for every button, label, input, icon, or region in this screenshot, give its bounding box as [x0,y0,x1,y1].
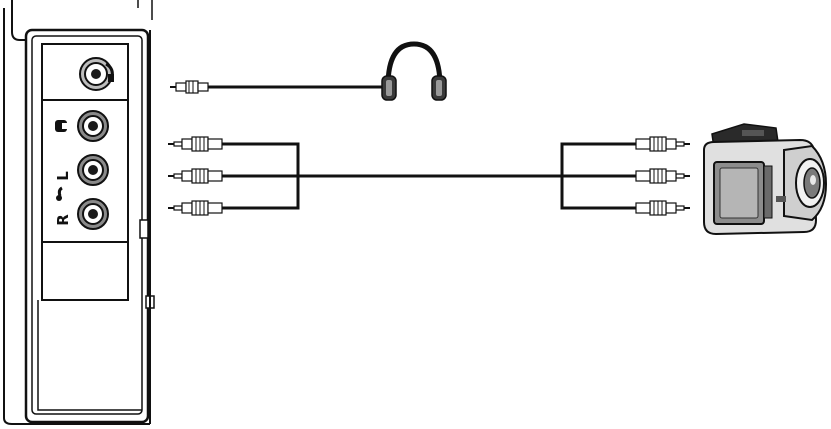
rca-plug [168,136,223,152]
headphone-symbol-icon [105,62,114,82]
jack-video-in [77,110,109,142]
rca-plug [635,200,690,216]
jack-audio-left [77,154,109,186]
rca-plug [168,168,223,184]
jack-audio-right [77,198,109,230]
rca-plug [635,136,690,152]
rca-plug [168,200,223,216]
label-audio-left: L [54,171,72,181]
jack-headphone-out [79,57,113,91]
headphone-plug [170,80,209,94]
rca-plugs-camcorder-side [635,136,690,216]
headphones-icon [381,41,447,101]
rca-plugs-tv-side [168,136,223,216]
audio-symbol-icon [56,186,63,201]
video-symbol-icon [55,120,70,132]
rca-plug [635,168,690,184]
av-cable-bundle [222,142,636,210]
camcorder-icon [703,123,828,236]
label-audio-right: R [54,214,72,226]
